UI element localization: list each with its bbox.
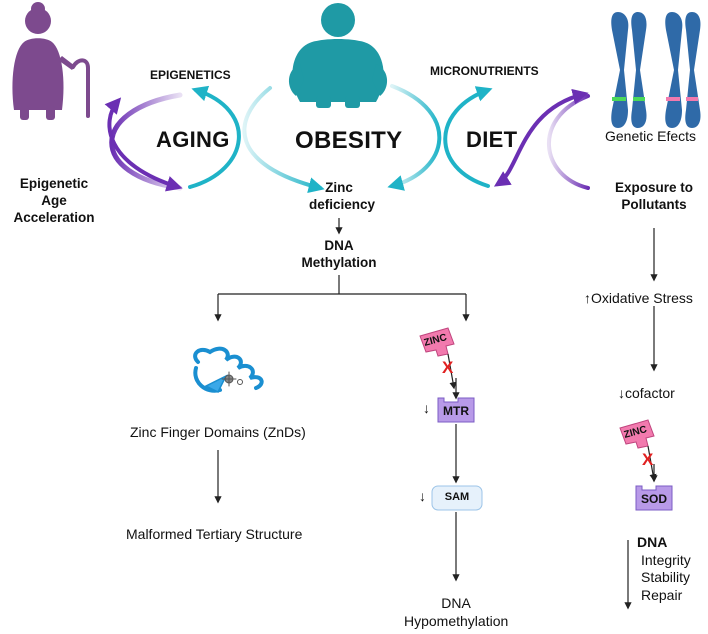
up-arrow-icon: ↑ [584,290,591,306]
zinc-badge-mtr [419,327,457,390]
zinc-deficiency-line-1: Zinc [325,180,353,195]
sod-badge-text: SOD [640,492,667,506]
zinc-badge-sod [619,419,657,482]
dna-outcome-title: DNA [637,534,668,550]
dna-hypomethylation-line-1: DNA [441,595,471,611]
obese-person-icon [288,3,388,108]
aging-label: AGING [156,127,230,152]
dna-methylation-line-1: DNA [324,238,354,253]
epigenetics-label: EPIGENETICS [150,68,231,82]
diet-label: DIET [466,127,518,152]
zinc-finger-protein-icon [193,346,264,394]
exposure-line-1: Exposure to [614,180,693,195]
epigenetic-age-acceleration-line-3: Acceleration [13,209,95,225]
chromosome-icon [611,12,701,128]
zinc-deficiency-label: Zinc deficiency [309,180,376,214]
elderly-woman-icon [12,2,90,120]
epigenetic-age-acceleration-line-1: Epigenetic [19,176,89,191]
oxidative-stress-label: ↑Oxidative Stress [584,290,693,308]
zinc-deficiency-line-2: deficiency [309,196,376,212]
dna-outcome-integrity: Integrity [641,551,691,568]
sod-badge [635,485,673,511]
mtr-badge-text: MTR [443,404,469,418]
mtr-badge [437,397,475,423]
micronutrients-label: MICRONUTRIENTS [430,64,539,78]
exposure-to-pollutants-label: Exposure to Pollutants [604,180,704,214]
down-arrow-icon: ↓ [618,385,625,401]
cycle-arrows [104,84,590,193]
flow-connectors [214,218,658,610]
inhibit-icon-2: X [642,450,654,469]
dna-hypomethylation-label: DNA Hypomethylation [404,595,508,630]
oxidative-stress-text: Oxidative Stress [591,290,693,306]
sam-down-arrow-icon: ↓ [419,488,426,504]
inhibit-icon-1: X [442,358,454,377]
dna-methylation-line-2: Methylation [301,254,377,270]
mtr-down-arrow-icon: ↓ [423,400,430,416]
genetic-effects-label: Genetic Efects [605,128,697,144]
malformed-tertiary-label: Malformed Tertiary Structure [126,526,303,542]
sam-badge [431,485,483,511]
dna-outcomes-label: DNA Integrity Stability Repair [637,534,691,604]
cofactor-text: cofactor [625,385,675,401]
epigenetic-age-acceleration-line-2: Age [41,192,67,208]
sam-badge-text: SAM [444,491,470,503]
epigenetic-age-acceleration-label: Epigenetic Age Acceleration [4,176,104,227]
dna-hypomethylation-line-2: Hypomethylation [404,612,509,629]
dna-outcome-repair: Repair [641,586,683,603]
zinc-finger-domains-label: Zinc Finger Domains (ZnDs) [130,424,306,440]
dna-methylation-label: DNA Methylation [296,238,382,272]
dna-outcome-stability: Stability [641,569,691,585]
cofactor-label: ↓cofactor [618,385,675,403]
obesity-label: OBESITY [295,127,403,154]
exposure-line-2: Pollutants [621,196,687,212]
